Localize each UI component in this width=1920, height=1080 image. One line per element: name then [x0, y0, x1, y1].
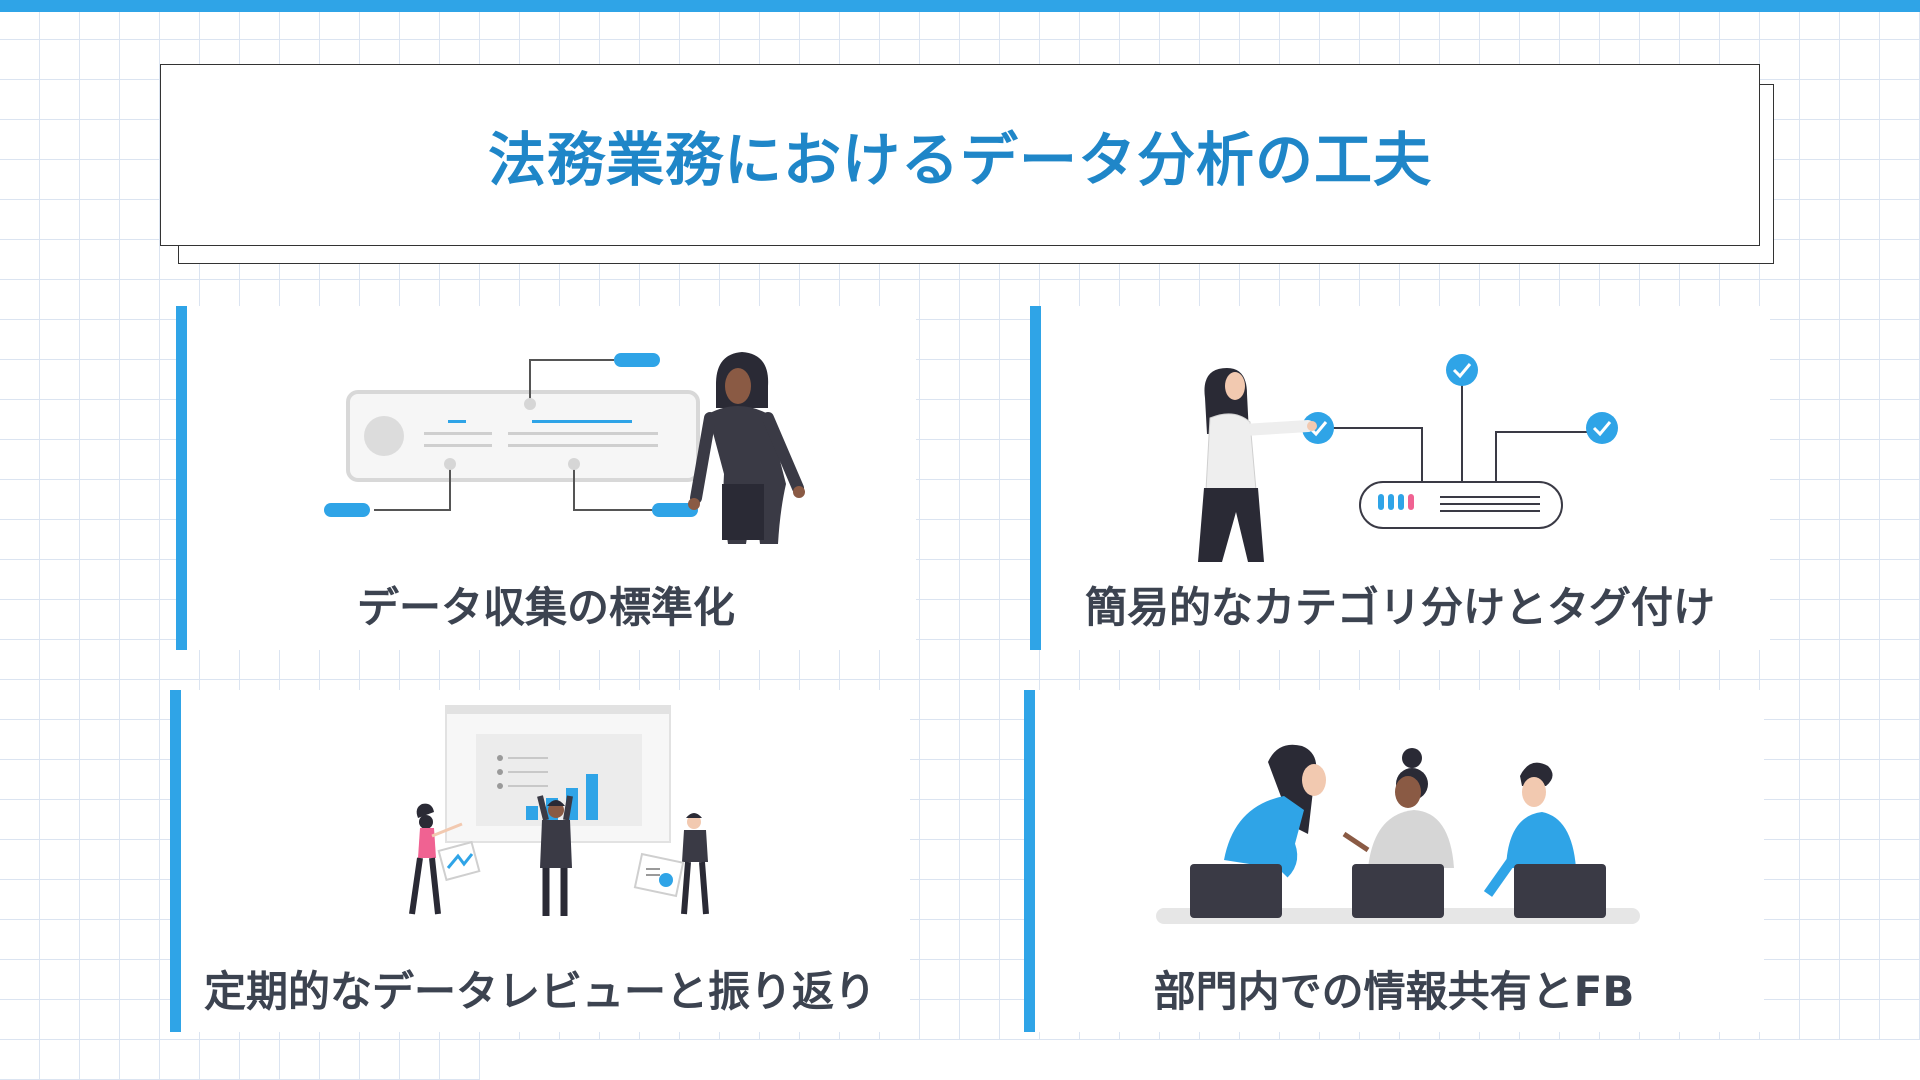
slide-title: 法務業務におけるデータ分析の工夫: [487, 126, 1432, 194]
card-data-standardization: データ収集の標準化: [176, 306, 916, 650]
card-label: 定期的なデータレビューと振り返り: [203, 967, 876, 1016]
bottom-blank-strip: [480, 1040, 1920, 1080]
card-info-sharing: 部門内での情報共有とFB: [1024, 690, 1764, 1032]
woman-server-checkmarks-illustration: [1198, 354, 1618, 562]
team-laptops-meeting-illustration: [1156, 744, 1640, 924]
card-accent-bar: [176, 306, 187, 650]
card-accent-bar: [1024, 690, 1035, 1032]
card-label: 簡易的なカテゴリ分けとタグ付け: [1084, 583, 1715, 632]
team-bar-chart-review-illustration: [409, 705, 709, 916]
card-label: データ収集の標準化: [356, 583, 735, 632]
top-accent-bar: [0, 0, 1920, 12]
card-data-review: 定期的なデータレビューと振り返り: [170, 690, 910, 1032]
title-box: 法務業務におけるデータ分析の工夫: [160, 64, 1760, 246]
card-accent-bar: [170, 690, 181, 1032]
card-label: 部門内での情報共有とFB: [1153, 967, 1635, 1016]
woman-data-flow-illustration: [324, 352, 805, 544]
card-category-tagging: 簡易的なカテゴリ分けとタグ付け: [1030, 306, 1770, 650]
card-accent-bar: [1030, 306, 1041, 650]
